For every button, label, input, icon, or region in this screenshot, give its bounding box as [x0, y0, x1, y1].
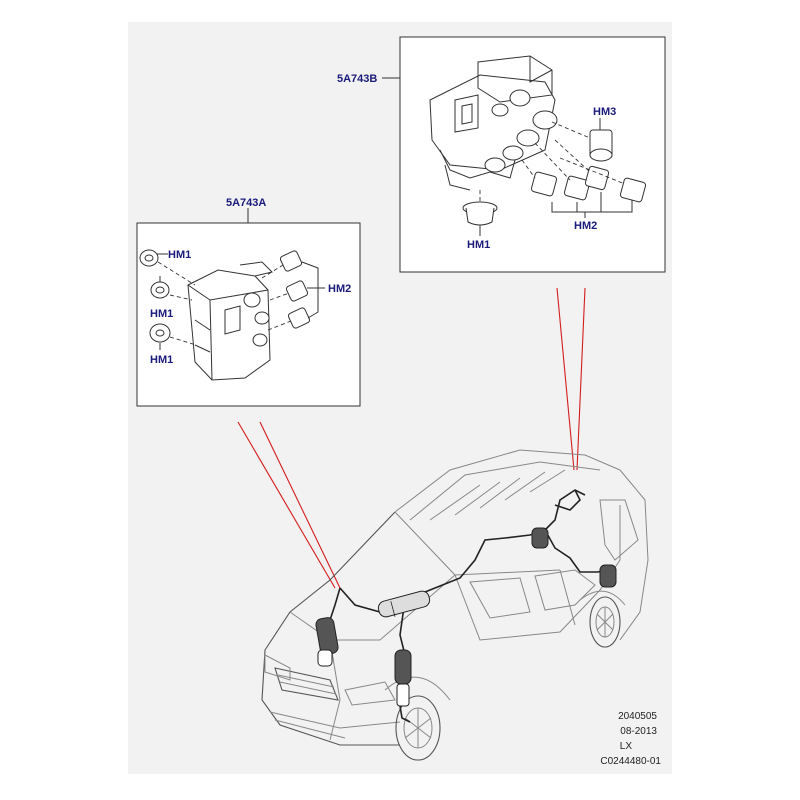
air-suspension-system	[315, 489, 617, 723]
info-line-4: C0244480-01	[600, 756, 661, 767]
callout-b-hm2: HM2	[574, 220, 597, 232]
callout-b-hm1: HM1	[467, 239, 490, 251]
rear-wheel	[589, 596, 621, 648]
front-air-strut	[315, 617, 339, 667]
red-leader-lines	[237, 287, 586, 589]
info-line-2: 08-2013	[620, 726, 657, 737]
detail-box-5a743b	[382, 36, 666, 273]
drawing-info: 2040505 08-2013 LX C0244480-01	[600, 711, 661, 767]
callout-5a743b: 5A743B	[337, 73, 377, 85]
callout-b-hm3: HM3	[593, 106, 616, 118]
front-right-air-strut	[394, 649, 412, 723]
grommet-hm1-b	[462, 190, 498, 236]
callout-5a743a: 5A743A	[226, 197, 266, 209]
callout-a-hm2: HM2	[328, 283, 351, 295]
detail-box-5a743a	[136, 208, 361, 407]
front-wheel	[395, 695, 441, 761]
valve-block-b	[429, 55, 558, 191]
callout-a-hm1-bot: HM1	[150, 354, 173, 366]
reservoir-tank	[377, 590, 431, 618]
vehicle-outline	[261, 449, 649, 761]
rear-air-spring	[531, 527, 617, 588]
info-line-3: LX	[620, 741, 633, 752]
callout-a-hm1-mid: HM1	[150, 308, 173, 320]
valve-block-a	[187, 261, 273, 381]
info-line-1: 2040505	[618, 711, 657, 722]
fittings-hm2-a	[261, 250, 325, 331]
fitting-hm3	[551, 118, 613, 162]
grommets-hm1-a	[139, 249, 197, 350]
callout-a-hm1-top: HM1	[168, 249, 191, 261]
fittings-hm2	[521, 139, 647, 218]
